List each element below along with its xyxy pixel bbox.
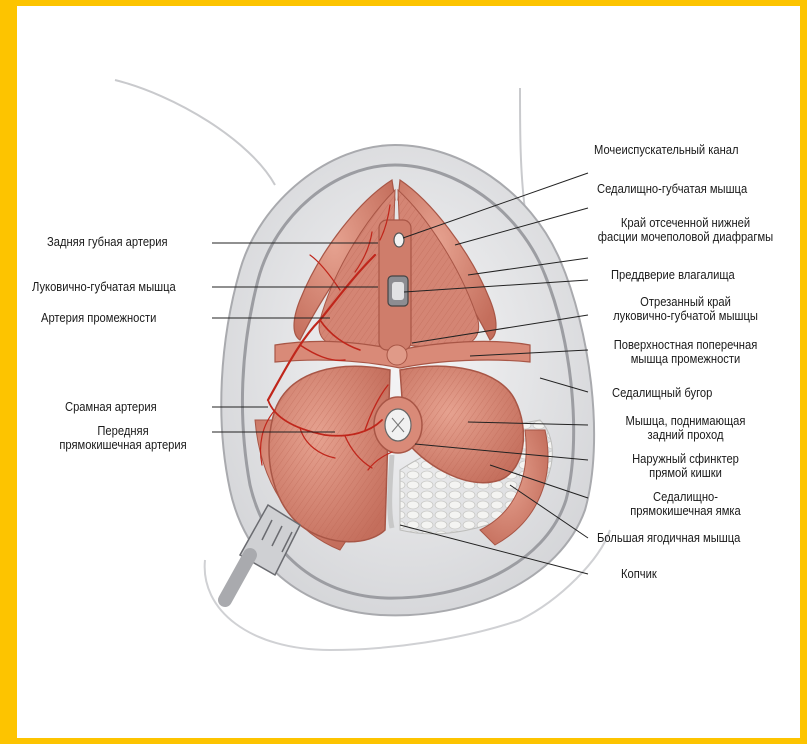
label-superficial-transverse-line2: мышца промежности bbox=[597, 352, 773, 366]
anococcygeal-ligament bbox=[390, 455, 392, 528]
label-cut-bulbospongiosus-line2: луковично-губчатой мышцы bbox=[597, 309, 773, 323]
left-thigh-outline bbox=[115, 80, 275, 185]
label-superficial-transverse-line1: Поверхностная поперечная bbox=[597, 338, 773, 352]
label-external-sphincter-line1: Наружный сфинктер bbox=[597, 452, 773, 466]
label-ischial-tuberosity: Седалищный бугор bbox=[612, 386, 712, 400]
label-cut-bulbospongiosus-line1: Отрезанный край bbox=[597, 295, 773, 309]
label-coccyx: Копчик bbox=[621, 567, 657, 581]
label-vaginal-vestibule: Преддверие влагалища bbox=[611, 268, 735, 282]
label-bulbospongiosus-muscle: Луковично-губчатая мышца bbox=[32, 280, 176, 294]
label-pudendal-artery: Срамная артерия bbox=[65, 400, 157, 414]
label-perineal-artery: Артерия промежности bbox=[41, 311, 156, 325]
label-urethra: Мочеиспускательный канал bbox=[594, 143, 739, 157]
perineal-body bbox=[387, 345, 407, 365]
label-levator-ani-line1: Мышца, поднимающая bbox=[597, 414, 773, 428]
label-fascia-edge-line1: Край отсеченной нижней bbox=[597, 216, 773, 230]
label-fascia-edge-line2: фасции мочеполовой диафрагмы bbox=[597, 230, 773, 244]
label-ischiorectal-fossa-line1: Седалищно- bbox=[597, 490, 773, 504]
label-posterior-labial-artery: Задняя губная артерия bbox=[47, 235, 168, 249]
right-thigh-outline bbox=[520, 88, 525, 210]
label-anterior-rectal-artery-line2: прямокишечная артерия bbox=[59, 438, 188, 452]
label-anterior-rectal-artery-line1: Передняя bbox=[59, 424, 188, 438]
label-ischiorectal-fossa-line2: прямокишечная ямка bbox=[597, 504, 773, 518]
label-levator-ani-line2: задний проход bbox=[597, 428, 773, 442]
label-ischiocavernosus-muscle: Седалищно-губчатая мышца bbox=[597, 182, 747, 196]
label-gluteus-maximus: Большая ягодичная мышца bbox=[597, 531, 740, 545]
label-external-sphincter-line2: прямой кишки bbox=[597, 466, 773, 480]
urethral-opening bbox=[394, 233, 404, 247]
